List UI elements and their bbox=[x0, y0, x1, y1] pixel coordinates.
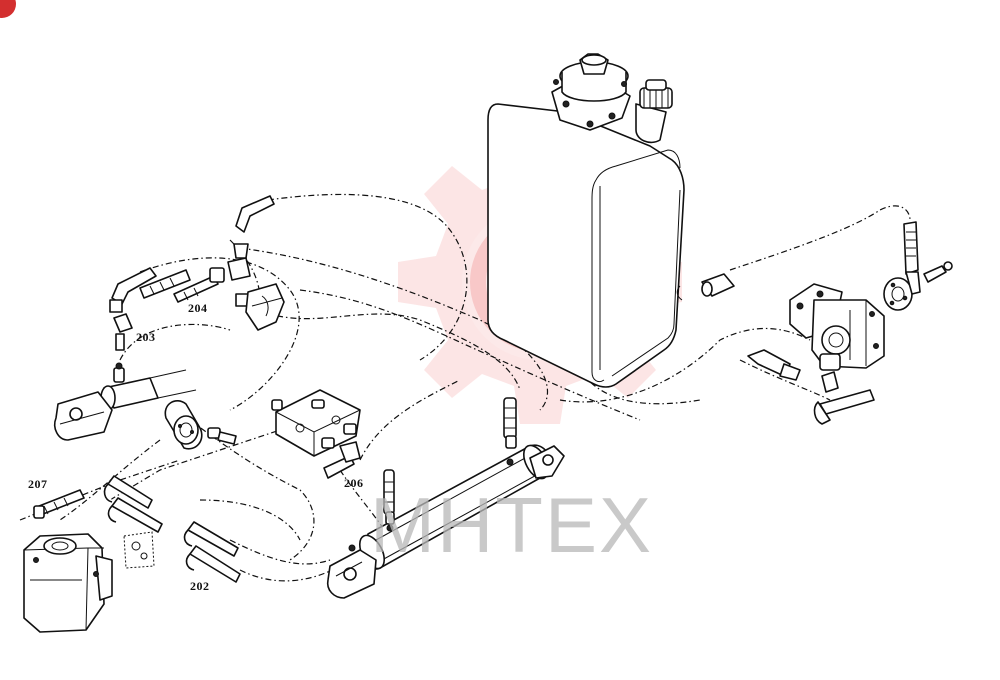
callout-206: 206 bbox=[344, 476, 364, 490]
hose-coupling bbox=[676, 273, 735, 301]
gear-pump bbox=[747, 221, 953, 425]
callout-204: 204 bbox=[188, 301, 208, 315]
watermark-text: МНТЕХ bbox=[370, 481, 653, 569]
fittings-upper-left bbox=[109, 195, 285, 351]
hydraulic-cylinder-small bbox=[53, 362, 197, 441]
callout-202: 202 bbox=[190, 579, 210, 593]
hydraulic-cylinder-large bbox=[326, 397, 565, 599]
banjo-fitting bbox=[164, 400, 237, 450]
fittings-bottom-left bbox=[33, 475, 241, 583]
corner-badge bbox=[0, 0, 16, 18]
hydraulic-tank bbox=[487, 53, 685, 388]
steering-unit bbox=[23, 533, 113, 633]
valve-block bbox=[271, 389, 361, 479]
callout-207: 207 bbox=[28, 477, 48, 491]
callout-203: 203 bbox=[136, 330, 156, 344]
